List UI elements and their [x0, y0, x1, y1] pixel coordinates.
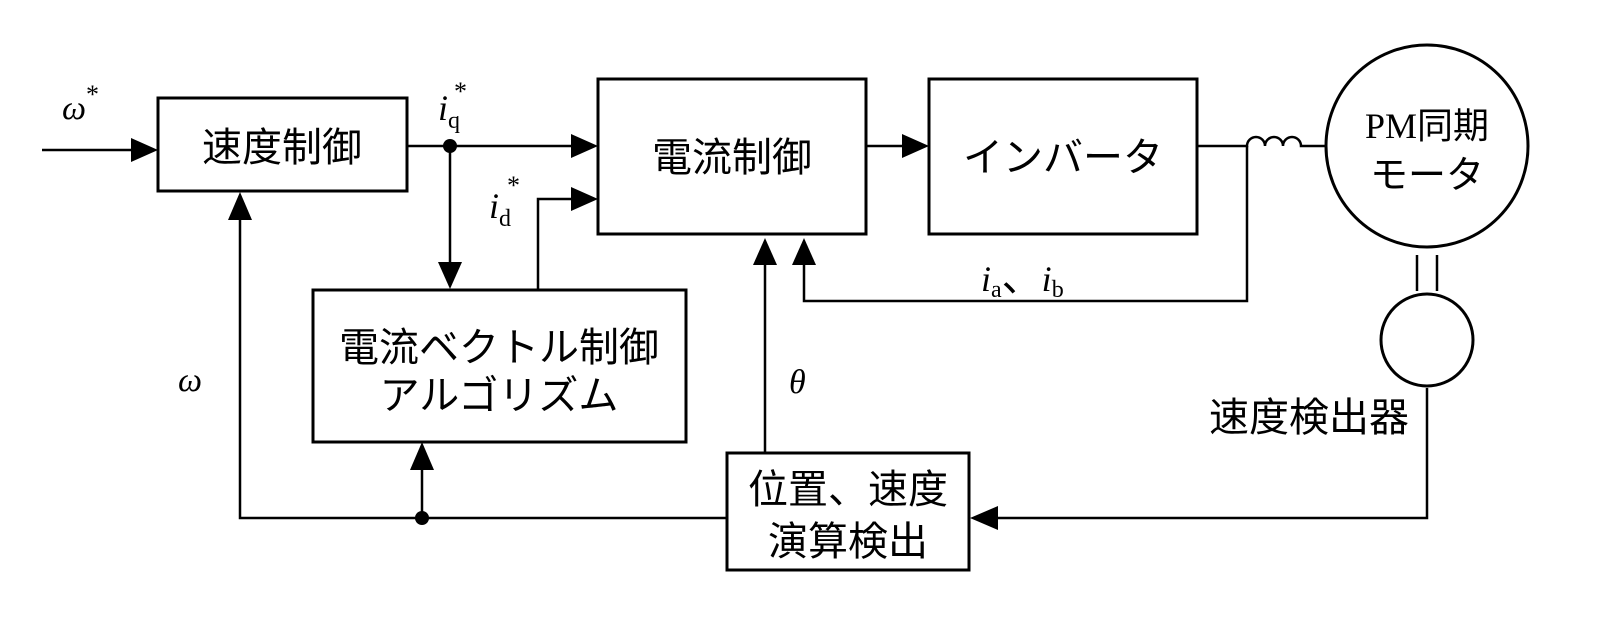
speed-control-block [156, 96, 409, 193]
current-control-label: 電流制御 [652, 135, 812, 181]
arrow-current-fb-into-current-control [792, 238, 816, 265]
arrow-omega-into-speed-control [228, 192, 252, 220]
phase-current-label: ia、ib [981, 255, 1064, 303]
vector-algorithm-block [311, 288, 688, 444]
arrow-into-position-calc [970, 506, 998, 530]
arrow-iq-into-current-control [571, 134, 598, 158]
motor-power-wire [1197, 135, 1326, 148]
motor-label-2: モータ [1370, 153, 1484, 197]
vector-algorithm-label-2: アルゴリズム [380, 373, 619, 419]
arrow-theta-into-current-control [753, 238, 777, 265]
arrow-into-speed-control [131, 138, 158, 162]
arrow-id-into-current-control [571, 187, 598, 211]
motor-label-1: PM同期 [1365, 106, 1489, 146]
id-ref-wire [536, 197, 572, 290]
position-calc-label-2: 演算検出 [768, 519, 928, 565]
current-control-block [596, 77, 868, 236]
arrow-into-vector-algorithm [438, 262, 462, 289]
position-calc-label-1: 位置、速度 [748, 467, 948, 513]
position-speed-calc-block [725, 451, 971, 572]
inverter-block [927, 77, 1199, 236]
id-ref-label: id* [489, 171, 520, 232]
omega-feedback-wire [238, 220, 727, 520]
encoder-signal-wire [998, 388, 1429, 520]
omega-junction-dot [415, 511, 429, 525]
current-feedback-wire [802, 146, 1249, 303]
arrow-into-inverter [902, 134, 929, 158]
pm-motor [1324, 43, 1530, 249]
arrow-omega-into-vector-algorithm [410, 442, 434, 470]
inverter-label: インバータ [963, 135, 1163, 181]
theta-label: θ [789, 364, 806, 401]
omega-ref-label: ω* [62, 80, 99, 127]
vector-algorithm-label-1: 電流ベクトル制御 [339, 325, 659, 371]
iq-junction-dot [443, 139, 457, 153]
speed-detector-label: 速度検出器 [1209, 395, 1409, 441]
speed-control-label: 速度制御 [202, 125, 362, 171]
iq-ref-label: iq* [438, 77, 467, 134]
speed-detector [1379, 292, 1475, 388]
omega-feedback-label: ω [178, 362, 202, 399]
